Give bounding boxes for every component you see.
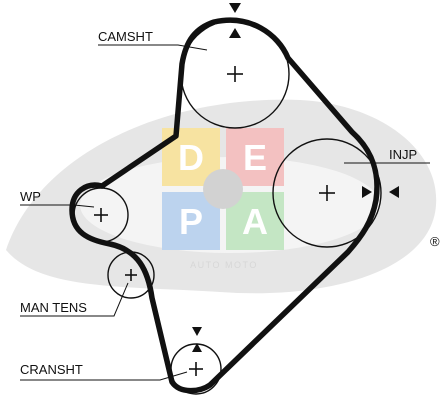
water-pump-pulley-circle	[73, 187, 129, 243]
timing-belt	[69, 17, 380, 394]
label-manual-tensioner: MAN TENS	[20, 300, 87, 315]
water-pump-center-icon	[94, 208, 108, 222]
injection-pump-outer-mark-icon	[389, 186, 399, 198]
injection-pump-inner-mark-icon	[362, 186, 372, 198]
watermark-letter-d: D	[178, 137, 204, 178]
crankshaft-outer-mark-icon	[192, 327, 202, 336]
water-pump-pulley	[73, 187, 129, 243]
manual-tensioner-center-icon	[125, 269, 137, 281]
crankshaft-center-icon	[189, 362, 203, 376]
manual-tensioner-pulley	[107, 251, 155, 299]
injection-pump-pulley-circle	[272, 138, 382, 248]
camshaft-inner-mark-icon	[229, 28, 241, 38]
watermark-letter-e: E	[243, 137, 267, 178]
leader-water-pump	[20, 204, 95, 208]
crankshaft-pulley	[170, 343, 222, 395]
watermark-registered-mark: ®	[430, 234, 440, 249]
camshaft-pulley-circle	[180, 19, 290, 129]
timing-marks	[192, 3, 399, 352]
manual-tensioner-pulley-circle	[107, 251, 155, 299]
watermark-sub-text: AUTO MOTO	[190, 260, 258, 270]
injection-pump-center-icon	[319, 185, 335, 201]
watermark-center-disc	[203, 169, 243, 209]
leader-camshaft	[98, 44, 208, 51]
camshaft-center-icon	[227, 66, 243, 82]
watermark-letter-p: P	[179, 201, 203, 242]
camshaft-outer-mark-icon	[229, 3, 241, 13]
leader-crankshaft	[20, 371, 188, 381]
leader-manual-tensioner	[20, 282, 129, 317]
labels: CAMSHT INJP WP MAN TENS CRANSHT	[20, 29, 430, 381]
label-water-pump: WP	[20, 189, 41, 204]
crankshaft-pulley-circle	[170, 343, 222, 395]
label-camshaft: CAMSHT	[98, 29, 153, 44]
injection-pump-pulley	[272, 138, 382, 248]
watermark-letter-a: A	[242, 201, 268, 242]
label-injection-pump: INJP	[389, 147, 417, 162]
label-crankshaft: CRANSHT	[20, 362, 83, 377]
crankshaft-inner-mark-icon	[192, 343, 202, 352]
camshaft-pulley	[180, 19, 290, 129]
